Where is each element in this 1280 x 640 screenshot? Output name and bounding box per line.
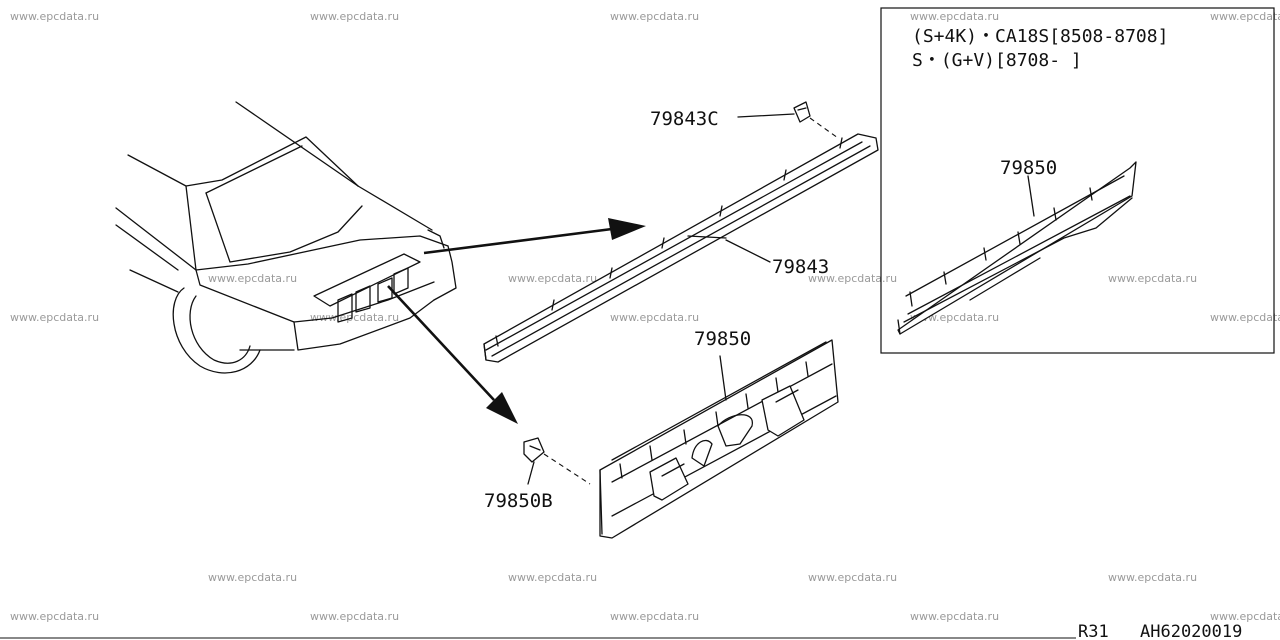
part-label-79843: 79843 xyxy=(772,256,829,278)
watermark-text: www.epcdata.ru xyxy=(310,610,399,623)
watermark-text: www.epcdata.ru xyxy=(610,311,699,324)
watermark-text: www.epcdata.ru xyxy=(910,610,999,623)
watermark-text: www.epcdata.ru xyxy=(1108,571,1197,584)
footer-diagram-code: AH62020019 xyxy=(1140,622,1242,640)
rear-panel-79850 xyxy=(599,339,839,539)
car-rear-illustration xyxy=(115,101,457,374)
part-label-79850: 79850 xyxy=(694,328,751,350)
watermark-text: www.epcdata.ru xyxy=(208,571,297,584)
watermark-layer: www.epcdata.ru www.epcdata.ru www.epcdata.… xyxy=(10,10,1280,623)
watermark-text: www.epcdata.ru xyxy=(808,571,897,584)
inset-note-line-2: S・(G+V)[8708- ] xyxy=(912,50,1082,71)
rear-finisher-79843 xyxy=(483,133,879,363)
watermark-text: www.epcdata.ru xyxy=(910,10,999,23)
watermark-text: www.epcdata.ru xyxy=(10,610,99,623)
watermark-text: www.epcdata.ru xyxy=(10,311,99,324)
watermark-text: www.epcdata.ru xyxy=(1210,311,1280,324)
part-label-79843c: 79843C xyxy=(650,108,719,130)
footer-model-code: R31 xyxy=(1078,622,1109,640)
watermark-text: www.epcdata.ru xyxy=(310,311,399,324)
watermark-text: www.epcdata.ru xyxy=(610,610,699,623)
watermark-text: www.epcdata.ru xyxy=(208,272,297,285)
watermark-text: www.epcdata.ru xyxy=(310,10,399,23)
watermark-text: www.epcdata.ru xyxy=(508,571,597,584)
watermark-text: www.epcdata.ru xyxy=(808,272,897,285)
watermark-text: www.epcdata.ru xyxy=(1210,10,1280,23)
inset-note-line-1: (S+4K)・CA18S[8508-8708] xyxy=(912,26,1168,47)
inset-box: (S+4K)・CA18S[8508-8708] S・(G+V)[8708- ] … xyxy=(880,7,1275,354)
inset-part-label-79850: 79850 xyxy=(1000,157,1057,179)
watermark-text: www.epcdata.ru xyxy=(610,10,699,23)
part-label-79850b: 79850B xyxy=(484,490,553,512)
watermark-text: www.epcdata.ru xyxy=(508,272,597,285)
watermark-text: www.epcdata.ru xyxy=(1108,272,1197,285)
watermark-text: www.epcdata.ru xyxy=(1210,610,1280,623)
reference-arrows xyxy=(387,218,646,424)
clip-79850b xyxy=(523,437,591,485)
watermark-text: www.epcdata.ru xyxy=(10,10,99,23)
clip-79843c xyxy=(737,101,839,139)
